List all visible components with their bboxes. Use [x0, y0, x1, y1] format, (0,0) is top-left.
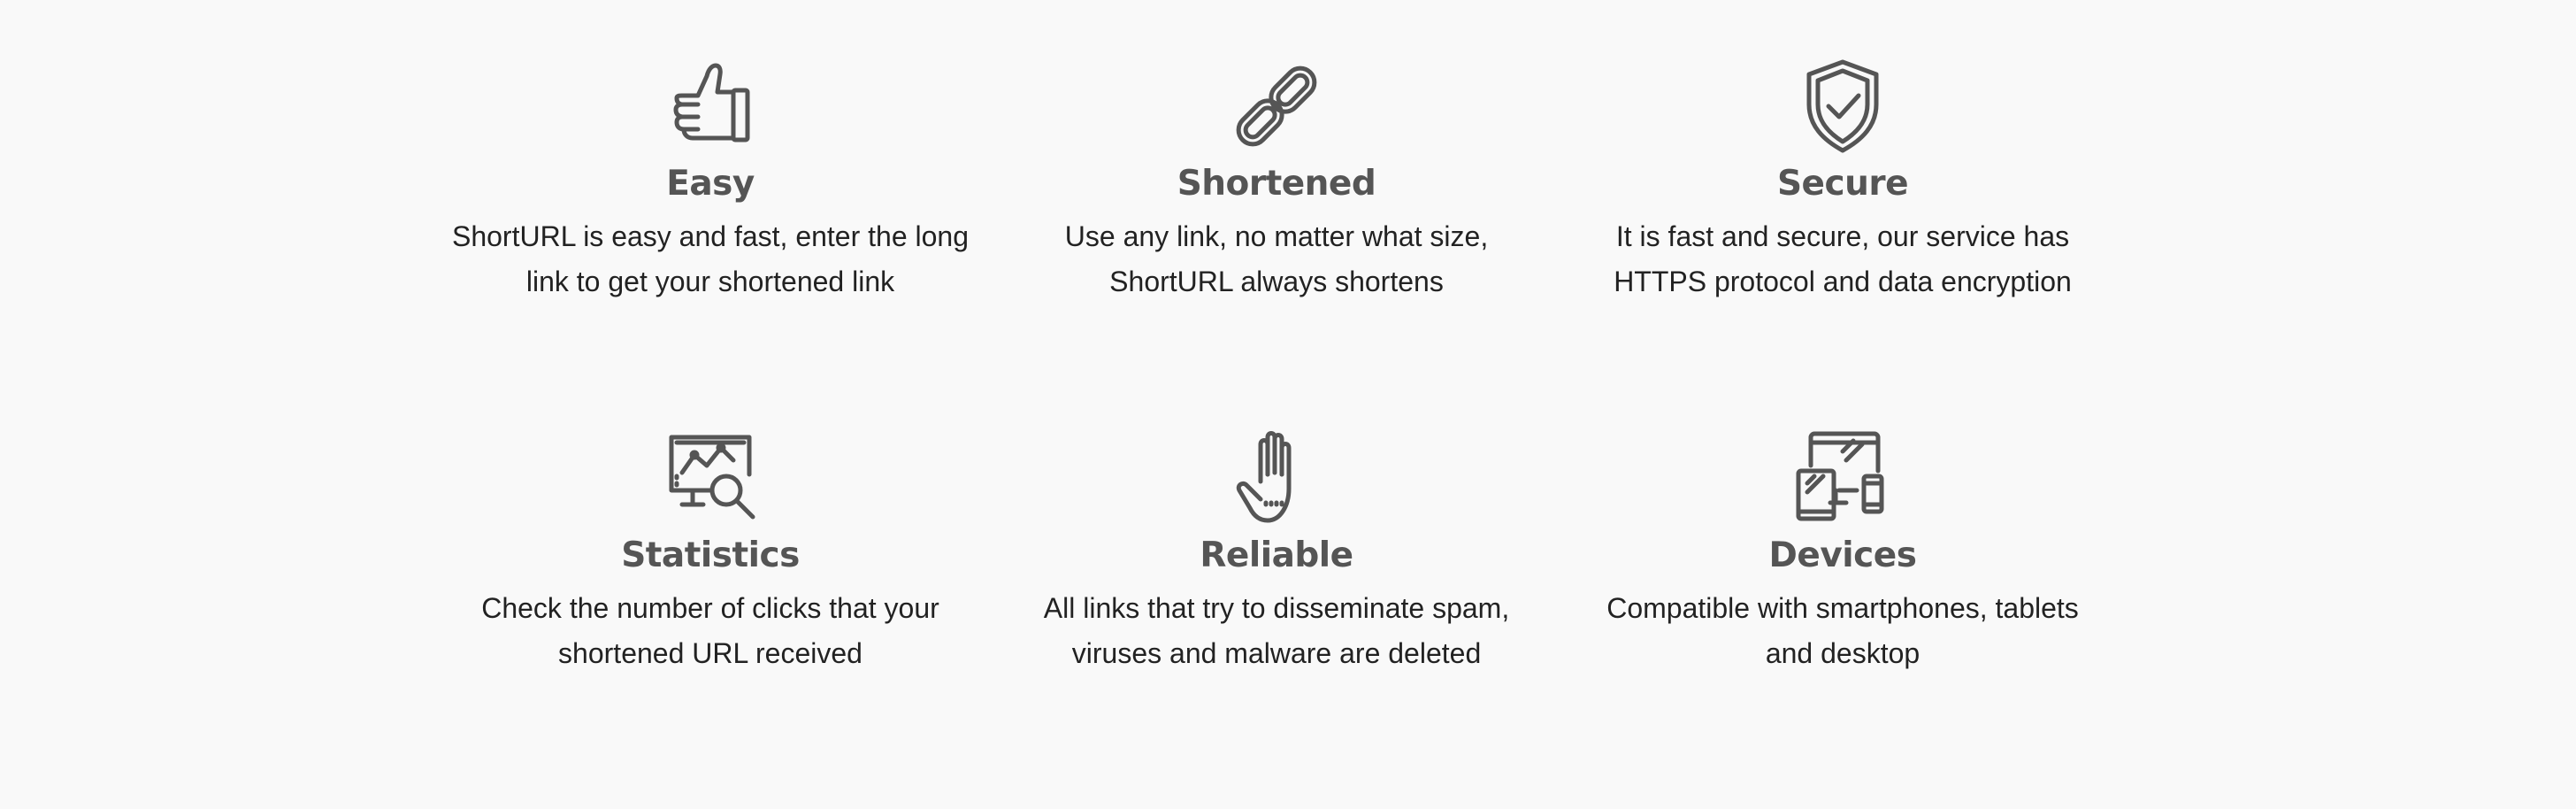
feature-description: Compatible with smartphones, tablets and…: [1577, 586, 2108, 676]
feature-description: ShortURL is easy and fast, enter the lon…: [445, 214, 976, 304]
shield-check-icon: [1790, 53, 1896, 159]
feature-description-line: viruses and malware are deleted: [1071, 637, 1482, 669]
feature-shortened: Shortened Use any link, no matter what s…: [993, 53, 1560, 425]
feature-description-line: HTTPS protocol and data encryption: [1614, 266, 2072, 297]
feature-description-line: Compatible with smartphones, tablets: [1606, 592, 2079, 624]
feature-description-line: Use any link, no matter what size,: [1064, 220, 1489, 252]
thumbs-up-icon: [657, 53, 763, 159]
monitor-magnifier-icon: [657, 425, 763, 531]
feature-description: It is fast and secure, our service has H…: [1577, 214, 2108, 304]
feature-description-line: ShortURL is easy and fast, enter the lon…: [451, 220, 970, 252]
feature-title: Reliable: [1200, 535, 1353, 575]
feature-easy: Easy ShortURL is easy and fast, enter th…: [427, 53, 993, 425]
feature-secure: Secure It is fast and secure, our servic…: [1560, 53, 2126, 425]
feature-reliable: Reliable All links that try to dissemina…: [993, 425, 1560, 761]
feature-title: Shortened: [1177, 164, 1376, 204]
feature-title: Easy: [666, 164, 755, 204]
feature-description: Check the number of clicks that your sho…: [445, 586, 976, 676]
feature-description: Use any link, no matter what size, Short…: [1011, 214, 1542, 304]
feature-description-line: and desktop: [1765, 637, 1920, 669]
feature-devices: Devices Compatible with smartphones, tab…: [1560, 425, 2126, 761]
feature-title: Devices: [1768, 535, 1917, 575]
feature-title: Statistics: [621, 535, 800, 575]
link-icon: [1223, 53, 1330, 159]
feature-description-line: Check the number of clicks that your: [481, 592, 939, 624]
feature-description: All links that try to disseminate spam, …: [1011, 586, 1542, 676]
feature-description-line: link to get your shortened link: [525, 266, 895, 297]
feature-description-line: ShortURL always shortens: [1109, 266, 1444, 297]
devices-icon: [1790, 425, 1896, 531]
feature-title: Secure: [1776, 164, 1909, 204]
hand-stop-icon: [1223, 425, 1330, 531]
feature-description-line: It is fast and secure, our service has: [1615, 220, 2070, 252]
feature-description-line: All links that try to disseminate spam,: [1043, 592, 1510, 624]
feature-description-line: shortened URL received: [558, 637, 862, 669]
feature-statistics: Statistics Check the number of clicks th…: [427, 425, 993, 761]
features-grid: Easy ShortURL is easy and fast, enter th…: [427, 53, 2126, 761]
